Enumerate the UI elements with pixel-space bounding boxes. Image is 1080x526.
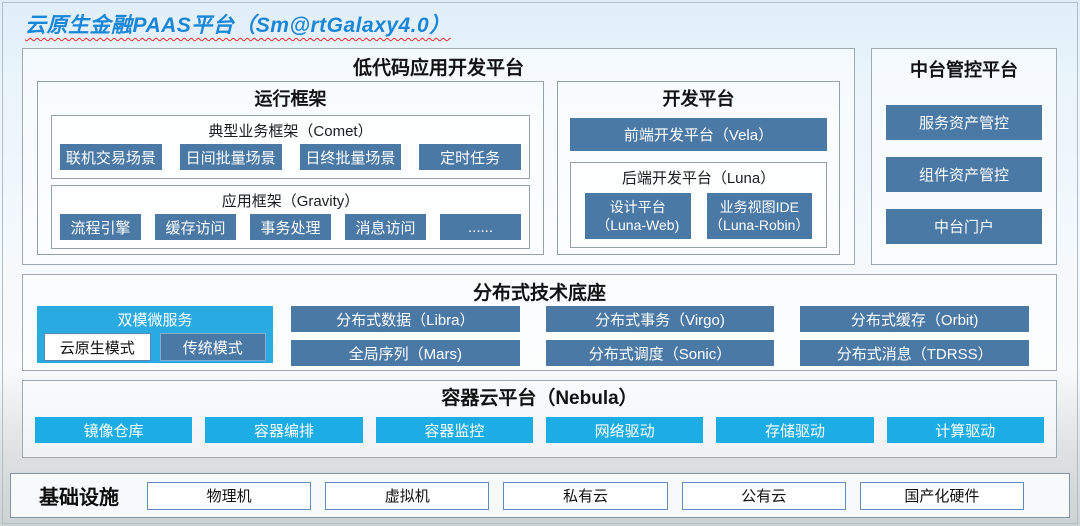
infrastructure-bar: 基础设施 物理机 虚拟机 私有云 公有云 国产化硬件	[10, 473, 1070, 518]
domestic-hardware-item[interactable]: 国产化硬件	[859, 481, 1025, 510]
component-asset-control-button[interactable]: 组件资产管控	[886, 157, 1042, 192]
image-registry-button[interactable]: 镜像仓库	[35, 417, 193, 443]
container-cloud-panel: 容器云平台（Nebula） 镜像仓库 容器编排 容器监控 网络驱动 存储驱动 计…	[22, 380, 1057, 458]
page-title: 云原生金融PAAS平台（Sm@rtGalaxy4.0）	[25, 14, 451, 37]
lowcode-platform-panel: 低代码应用开发平台 运行框架 典型业务框架（Comet） 联机交易场景 日间批量…	[22, 48, 855, 265]
container-orchestration-button[interactable]: 容器编排	[205, 417, 363, 443]
physical-machine-item[interactable]: 物理机	[147, 481, 312, 510]
runtime-framework-panel: 运行框架 典型业务框架（Comet） 联机交易场景 日间批量场景 日终批量场景 …	[37, 81, 544, 255]
distributed-cache-button[interactable]: 分布式缓存（Orbit)	[800, 306, 1029, 332]
distributed-message-button[interactable]: 分布式消息（TDRSS）	[800, 340, 1029, 366]
container-cloud-buttons: 镜像仓库 容器编排 容器监控 网络驱动 存储驱动 计算驱动	[35, 417, 1044, 443]
runtime-framework-title: 运行框架	[254, 89, 327, 109]
application-framework-title: 应用框架（Gravity）	[221, 193, 360, 210]
process-engine-button[interactable]: 流程引擎	[60, 214, 141, 240]
design-platform-line2: （Luna-Web)	[596, 217, 680, 233]
container-monitoring-button[interactable]: 容器监控	[375, 417, 533, 443]
dual-mode-title: 双模微服务	[117, 312, 193, 329]
container-cloud-title: 容器云平台（Nebula）	[441, 388, 638, 409]
lowcode-platform-title: 低代码应用开发平台	[352, 58, 524, 79]
distributed-buttons-grid: 分布式数据（Libra） 分布式事务（Virgo) 分布式缓存（Orbit) 全…	[291, 306, 1029, 366]
transaction-processing-button[interactable]: 事务处理	[250, 214, 331, 240]
network-driver-button[interactable]: 网络驱动	[545, 417, 704, 443]
storage-driver-button[interactable]: 存储驱动	[716, 417, 874, 443]
application-framework-box: 应用框架（Gravity） 流程引擎 缓存访问 事务处理 消息访问 ......	[51, 185, 530, 249]
cache-access-button[interactable]: 缓存访问	[155, 214, 236, 240]
backend-dev-platform-title: 后端开发平台（Luna）	[621, 170, 776, 187]
typical-buttons-row: 联机交易场景 日间批量场景 日终批量场景 定时任务	[52, 144, 529, 170]
backend-dev-platform-box: 后端开发平台（Luna） 设计平台 （Luna-Web) 业务视图IDE （Lu…	[570, 162, 827, 248]
cloud-native-mode-button[interactable]: 云原生模式	[44, 333, 151, 361]
scheduled-task-button[interactable]: 定时任务	[419, 144, 521, 170]
distributed-transaction-button[interactable]: 分布式事务（Virgo)	[545, 306, 775, 332]
traditional-mode-button[interactable]: 传统模式	[159, 333, 266, 361]
lowcode-columns: 运行框架 典型业务框架（Comet） 联机交易场景 日间批量场景 日终批量场景 …	[37, 81, 840, 255]
design-platform-line1: 设计平台	[609, 198, 666, 215]
online-transaction-button[interactable]: 联机交易场景	[60, 144, 162, 170]
dual-mode-microservice-box: 双模微服务 云原生模式 传统模式	[37, 306, 273, 363]
dual-mode-row: 云原生模式 传统模式	[37, 333, 273, 361]
distributed-base-title: 分布式技术底座	[472, 283, 606, 304]
midplatform-title: 中台管控平台	[910, 60, 1018, 80]
public-cloud-item[interactable]: 公有云	[681, 481, 846, 510]
private-cloud-item[interactable]: 私有云	[503, 481, 668, 510]
appframe-buttons-row: 流程引擎 缓存访问 事务处理 消息访问 ......	[52, 214, 529, 240]
endofday-batch-button[interactable]: 日终批量场景	[299, 144, 402, 170]
compute-driver-button[interactable]: 计算驱动	[886, 417, 1044, 443]
service-asset-control-button[interactable]: 服务资产管控	[886, 105, 1042, 140]
dev-platform-panel: 开发平台 前端开发平台（Vela） 后端开发平台（Luna） 设计平台 （Lun…	[557, 81, 840, 255]
infrastructure-title: 基础设施	[39, 487, 119, 509]
midplatform-buttons: 服务资产管控 组件资产管控 中台门户	[886, 105, 1042, 244]
distributed-base-panel: 分布式技术底座 双模微服务 云原生模式 传统模式 分布式数据（Libra） 分布…	[22, 274, 1057, 371]
midplatform-portal-button[interactable]: 中台门户	[886, 209, 1042, 244]
daytime-batch-button[interactable]: 日间批量场景	[179, 144, 282, 170]
dev-platform-title: 开发平台	[662, 89, 735, 109]
business-view-ide-line2: （Luna-Robin）	[709, 217, 810, 233]
frontend-dev-platform-button[interactable]: 前端开发平台（Vela）	[570, 118, 827, 151]
more-ellipsis-button[interactable]: ......	[440, 214, 521, 240]
distributed-data-button[interactable]: 分布式数据（Libra）	[291, 306, 520, 332]
distributed-content: 双模微服务 云原生模式 传统模式 分布式数据（Libra） 分布式事务（Virg…	[37, 306, 1029, 366]
message-access-button[interactable]: 消息访问	[345, 214, 426, 240]
virtual-machine-item[interactable]: 虚拟机	[325, 481, 490, 510]
backend-buttons-row: 设计平台 （Luna-Web) 业务视图IDE （Luna-Robin）	[571, 193, 826, 239]
typical-business-framework-box: 典型业务框架（Comet） 联机交易场景 日间批量场景 日终批量场景 定时任务	[51, 115, 530, 179]
typical-business-framework-title: 典型业务框架（Comet）	[208, 123, 373, 140]
global-sequence-button[interactable]: 全局序列（Mars)	[291, 340, 520, 366]
design-platform-button[interactable]: 设计平台 （Luna-Web)	[585, 193, 691, 239]
business-view-ide-button[interactable]: 业务视图IDE （Luna-Robin）	[706, 193, 812, 239]
business-view-ide-line1: 业务视图IDE	[719, 198, 799, 215]
distributed-scheduling-button[interactable]: 分布式调度（Sonic）	[545, 340, 775, 366]
midplatform-panel: 中台管控平台 服务资产管控 组件资产管控 中台门户	[871, 48, 1057, 265]
